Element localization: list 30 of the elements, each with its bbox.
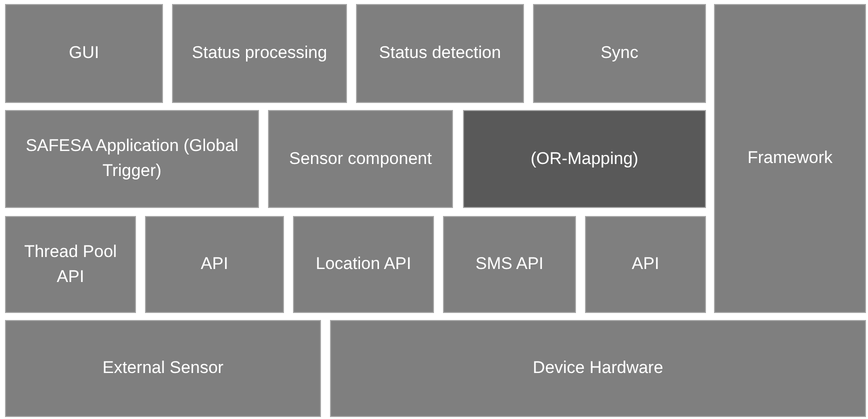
block-label: (OR-Mapping) bbox=[530, 148, 640, 170]
block-label: Status processing bbox=[190, 42, 328, 64]
layer-block bbox=[5, 4, 163, 103]
block-label: Thread Pool API bbox=[23, 240, 118, 288]
block-label: SMS API bbox=[474, 253, 545, 276]
layer-block bbox=[145, 216, 284, 313]
layer-block bbox=[356, 4, 524, 103]
block-label: Framework bbox=[746, 147, 834, 170]
block-label: Sync bbox=[600, 42, 640, 64]
layer-block bbox=[5, 110, 259, 208]
layer-block bbox=[463, 110, 706, 208]
block-label: External Sensor bbox=[102, 357, 224, 380]
block-label: GUI bbox=[68, 42, 100, 64]
layer-block bbox=[585, 216, 706, 313]
layer-block bbox=[5, 320, 321, 417]
layer-block bbox=[533, 4, 706, 103]
layer-block bbox=[268, 110, 453, 208]
block-label: Location API bbox=[314, 253, 412, 276]
layer-block bbox=[172, 4, 347, 103]
block-label: API bbox=[200, 253, 230, 276]
block-label: Sensor component bbox=[288, 148, 433, 170]
block-label: API bbox=[630, 253, 660, 276]
layer-block bbox=[714, 4, 866, 313]
block-label: SAFESA Application (Global Trigger) bbox=[24, 135, 240, 182]
block-label: Status detection bbox=[378, 42, 502, 64]
layer-block bbox=[443, 216, 576, 313]
layer-block bbox=[5, 216, 136, 313]
layer-block bbox=[330, 320, 866, 417]
block-label: Device Hardware bbox=[532, 357, 664, 380]
layer-block bbox=[293, 216, 434, 313]
